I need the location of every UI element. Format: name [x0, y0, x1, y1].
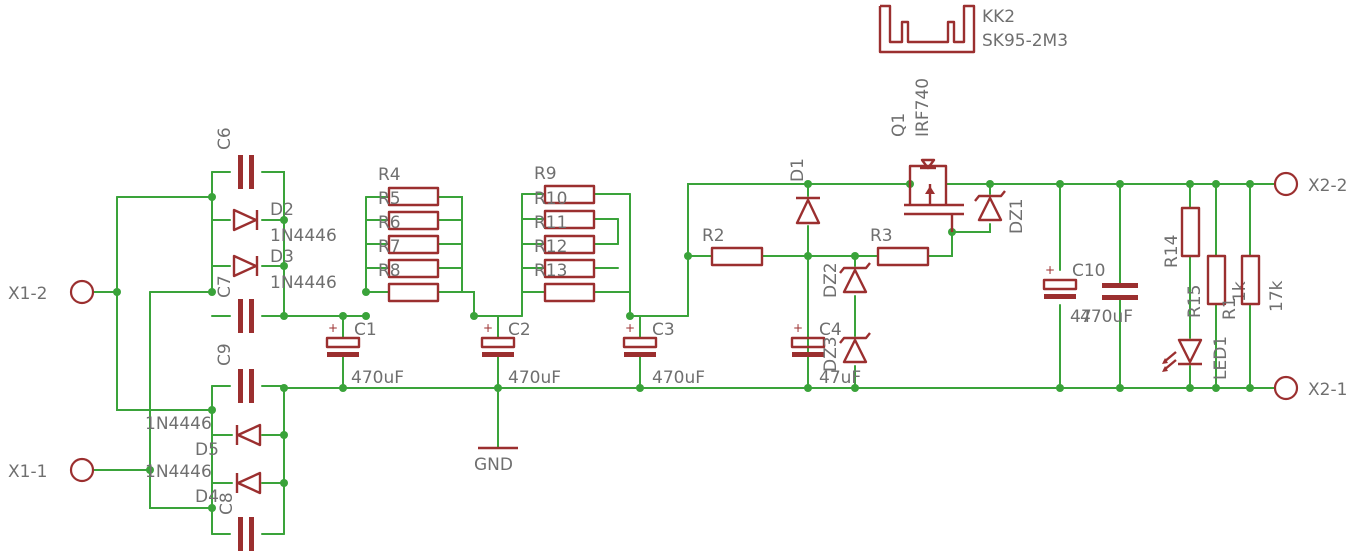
diode-d1-label: D1: [788, 158, 808, 182]
resistor-bank-r9-r13: R9 R10 R11 R12 R13: [534, 164, 596, 303]
diode-d1: D1: [788, 158, 821, 225]
resistor-r10-label: R10: [534, 189, 567, 209]
resistor-r15: R15 17k: [1185, 254, 1287, 318]
capacitor-c9-label: C9: [215, 343, 235, 366]
resistor-r3: R3: [870, 226, 930, 267]
capacitor-c9: C9: [215, 343, 254, 403]
led-led1-label: LED1: [1211, 336, 1231, 380]
capacitor-c1: + C1 470uF: [325, 320, 404, 388]
heatsink-kk2: KK2 SK95-2M3: [878, 4, 1068, 54]
diode-d5-value: 1N4446: [145, 414, 212, 434]
capacitor-c6: C6: [215, 127, 254, 189]
resistor-r7-label: R7: [378, 237, 401, 257]
zener-dz3-label: DZ3: [821, 336, 841, 372]
diode-d5: 1N4446 D5: [145, 414, 262, 460]
resistor-r1: R1 1k: [1206, 254, 1250, 320]
capacitor-c8-label: C8: [217, 492, 237, 515]
capacitor-c7-label: C7: [215, 275, 235, 298]
zener-dz2: DZ2: [821, 262, 871, 298]
diode-d4-label: D4: [195, 487, 219, 507]
terminal-x1-1-label: X1-1: [8, 462, 47, 482]
heatsink-kk2-label: KK2: [982, 7, 1015, 27]
diode-d3-label: D3: [270, 247, 294, 267]
capacitor-c8: C8: [217, 492, 254, 551]
junction-dots: [113, 180, 1254, 512]
terminal-x2-1[interactable]: X2-1: [1273, 375, 1347, 401]
capacitor-c10-value-b: 470uF: [1080, 307, 1133, 327]
ground-label: GND: [474, 455, 513, 475]
zener-dz1-label: DZ1: [1007, 198, 1027, 234]
mosfet-q1-value: IRF740: [913, 78, 933, 137]
resistor-r14: R14: [1162, 206, 1201, 268]
resistor-r8-label: R8: [378, 261, 401, 281]
resistor-r9-label: R9: [534, 164, 557, 184]
resistor-r5-label: R5: [378, 189, 401, 209]
capacitor-c1-value: 470uF: [351, 368, 404, 388]
diode-d5-label: D5: [195, 440, 219, 460]
capacitor-c10-value-a: 47: [1070, 307, 1092, 327]
svg-text:+: +: [793, 321, 803, 335]
capacitor-c10-label: C10: [1072, 261, 1106, 281]
diode-d3: D3 1N4446: [232, 247, 337, 293]
mosfet-q1-label: Q1: [889, 113, 909, 137]
svg-text:+: +: [1045, 263, 1055, 277]
resistor-r6-label: R6: [378, 213, 401, 233]
capacitor-c10-film: [1102, 283, 1138, 300]
resistor-r11-label: R11: [534, 213, 567, 233]
capacitor-c1-label: C1: [354, 320, 377, 340]
resistor-bank-r4-r8: R4 R5 R6 R7 R8: [378, 165, 440, 303]
zener-dz2-label: DZ2: [821, 262, 841, 298]
capacitor-c4-label: C4: [819, 320, 842, 340]
resistor-r1-value: 1k: [1230, 281, 1250, 302]
svg-text:+: +: [625, 321, 635, 335]
zener-dz1: DZ1: [974, 190, 1027, 234]
diode-d2-value: 1N4446: [270, 226, 337, 246]
terminal-x1-1[interactable]: X1-1: [8, 457, 95, 483]
resistor-r4-label: R4: [378, 165, 401, 185]
ground-symbol: GND: [474, 446, 518, 475]
terminal-x2-2[interactable]: X2-2: [1273, 171, 1347, 197]
capacitor-c3: + C3 470uF: [622, 320, 705, 388]
resistor-r12-label: R12: [534, 237, 567, 257]
capacitor-c10: + C10 47 470uF: [1042, 261, 1133, 327]
capacitor-c7: C7: [215, 275, 254, 333]
capacitor-c2: + C2 470uF: [480, 320, 561, 388]
resistor-r2: R2: [702, 226, 764, 267]
terminal-x1-2[interactable]: X1-2: [8, 279, 95, 305]
resistor-r2-label: R2: [702, 226, 725, 246]
resistor-r13-label: R13: [534, 261, 567, 281]
diode-d3-value: 1N4446: [270, 273, 337, 293]
capacitor-c4: + C4 47uF: [790, 320, 861, 388]
mosfet-q1: Q1 IRF740: [889, 78, 964, 232]
svg-text:+: +: [328, 321, 338, 335]
diode-d4-value: 1N4446: [145, 462, 212, 482]
led-led1: LED1: [1162, 336, 1231, 380]
diode-d4: 1N4446 D4: [145, 462, 262, 507]
heatsink-kk2-value: SK95-2M3: [982, 31, 1068, 51]
terminal-x2-1-label: X2-1: [1308, 380, 1347, 400]
capacitor-c4-value: 47uF: [819, 368, 861, 388]
zener-dz3: DZ3: [821, 332, 871, 372]
terminal-x1-2-label: X1-2: [8, 284, 47, 304]
resistor-r14-label: R14: [1162, 235, 1182, 268]
terminal-x2-2-label: X2-2: [1308, 176, 1347, 196]
capacitor-c2-value: 470uF: [508, 368, 561, 388]
diode-d2: D2 1N4446: [232, 200, 337, 246]
diode-d2-label: D2: [270, 200, 294, 220]
capacitor-c6-label: C6: [215, 127, 235, 150]
svg-text:+: +: [483, 321, 493, 335]
resistor-r1-label: R1: [1220, 297, 1240, 320]
resistor-r15-label: R15: [1185, 285, 1205, 318]
capacitor-c3-label: C3: [652, 320, 675, 340]
resistor-r3-label: R3: [870, 226, 893, 246]
capacitor-c2-label: C2: [508, 320, 531, 340]
capacitor-c3-value: 470uF: [652, 368, 705, 388]
resistor-r15-value: 17k: [1267, 280, 1287, 312]
